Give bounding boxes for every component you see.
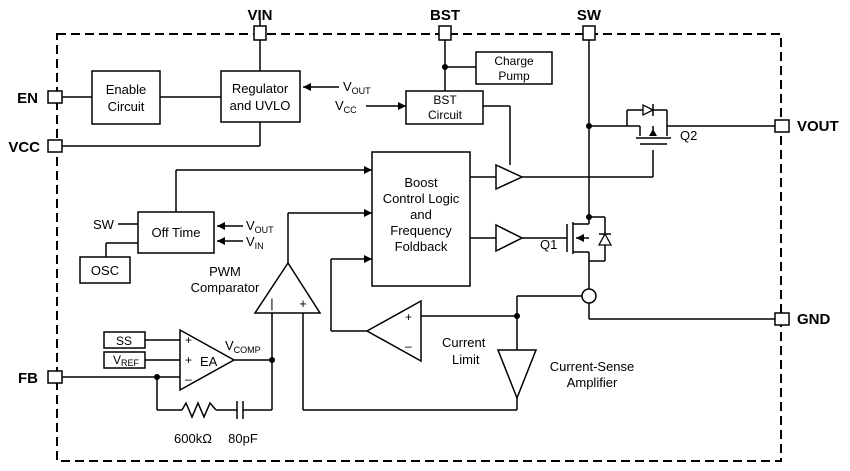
pin-vout-label: VOUT [797,118,839,135]
current-limit-line1: Current [442,335,486,350]
pin-bst: BST [430,7,460,41]
enable-circuit-block: Enable Circuit [91,70,161,125]
pin-gnd-label: GND [797,311,831,328]
low-side-driver [495,223,524,253]
ea-label: EA [200,354,218,369]
cl-plus: + [405,310,412,324]
pin-sw-label: SW [577,7,602,24]
pin-bst-label: BST [430,7,460,24]
pwm-comparator: | + [253,261,322,314]
off-time-block: Off Time [137,211,215,254]
current-sense-line1: Current-Sense [550,359,635,374]
q1-mosfet [566,216,613,262]
pin-fb: FB [18,370,63,387]
cl-minus: – [405,339,412,353]
high-side-driver [495,163,524,191]
pin-en: EN [17,90,63,107]
pin-vin: VIN [247,7,273,41]
vcc-bst-label: VCC [335,98,357,115]
q2-label: Q2 [680,128,697,143]
pin-vcc-label: VCC [8,139,40,156]
regulator-line2: and UVLO [230,98,291,113]
boost-control-block: Boost Control Logic and Frequency Foldba… [371,151,471,287]
q2-mosfet [626,103,671,145]
pin-vin-label: VIN [247,7,272,24]
pin-fb-label: FB [18,370,38,387]
charge-pump-line1: Charge [494,54,534,68]
ea-plus1: + [185,333,192,347]
ic-boundary [56,33,782,462]
charge-pump-line2: Pump [498,69,530,83]
current-sense-line2: Amplifier [567,375,618,390]
pin-vcc: VCC [8,139,63,156]
boost-control-line2: Control Logic [383,191,460,206]
ea-plus2: + [185,353,192,367]
sw-offtime-label: SW [93,217,115,232]
current-limit-line2: Limit [452,352,480,367]
junctions [154,64,592,380]
capacitor [236,401,244,419]
vref-label: VREF [113,353,140,368]
resistor [181,401,217,419]
pin-vout: VOUT [774,118,839,135]
q1-label: Q1 [540,237,557,252]
osc-block: OSC [79,256,131,284]
wires [62,40,775,411]
boost-control-line4: Frequency [390,223,452,238]
pwm-comparator-line1: PWM [209,264,241,279]
resistor-value: 600kΩ [174,431,212,446]
vout-regulator-label: VOUT [343,79,371,96]
vref-block: VREF [103,351,146,369]
bst-circuit-line1: BST [433,93,457,107]
ss-block: SS [103,331,146,349]
ea-minus: – [185,372,192,386]
pwm-minus-symbol: | [270,296,273,311]
vcomp-label: VCOMP [225,338,261,355]
current-sense-amplifier [496,349,538,401]
error-amplifier: + + – EA [179,328,236,392]
pwm-plus-symbol: + [299,296,307,311]
arrowheads [217,83,406,263]
bst-circuit-block: BST Circuit [405,90,484,125]
pin-sw: SW [577,7,602,41]
off-time-label: Off Time [152,225,201,240]
boost-control-line3: and [410,207,432,222]
pin-en-label: EN [17,90,38,107]
pin-gnd: GND [774,311,831,328]
bst-circuit-line2: Circuit [428,108,463,122]
regulator-line1: Regulator [232,81,289,96]
boost-control-line5: Foldback [395,239,448,254]
boost-control-line1: Boost [404,175,438,190]
current-limit-comparator: + – [365,299,422,363]
vin-offtime-label: VIN [246,234,264,251]
vout-offtime-label: VOUT [246,218,274,235]
enable-circuit-line2: Circuit [108,99,145,114]
pwm-comparator-line2: Comparator [191,280,260,295]
charge-pump-block: Charge Pump [475,51,553,85]
osc-label: OSC [91,263,119,278]
current-sense-element [581,288,597,304]
regulator-uvlo-block: Regulator and UVLO [220,70,301,123]
capacitor-value: 80pF [228,431,258,446]
enable-circuit-line1: Enable [106,82,146,97]
ss-label: SS [116,334,132,348]
